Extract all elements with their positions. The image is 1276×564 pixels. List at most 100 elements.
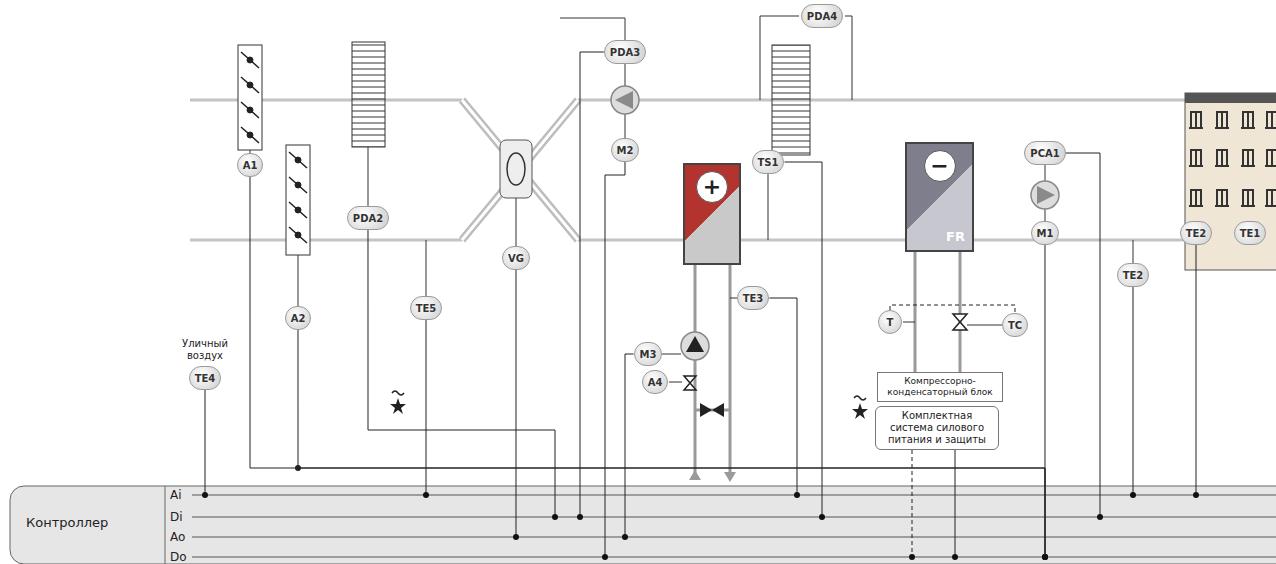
bus-dot xyxy=(552,514,558,520)
frost-symbol xyxy=(854,396,866,400)
room-sensor: TE2 xyxy=(1180,221,1213,245)
damper-blade xyxy=(289,152,307,168)
bus-dot xyxy=(1042,554,1048,560)
damper-blade xyxy=(241,127,259,143)
signal-wire xyxy=(1044,245,1045,557)
building xyxy=(1189,190,1203,206)
bus-dot xyxy=(1042,554,1048,560)
pressure-switch: PCA1 xyxy=(1024,141,1065,165)
damper-blade xyxy=(295,232,301,238)
bus-dot xyxy=(819,514,825,520)
damper-actuator: A1 xyxy=(237,153,264,177)
signal-wire xyxy=(1133,287,1134,495)
signal-wire xyxy=(1196,245,1197,495)
rotary-heat-exchanger xyxy=(462,100,578,240)
building xyxy=(1241,112,1255,128)
signal-wire xyxy=(298,330,1045,557)
pressure-switch: PDA3 xyxy=(604,40,646,64)
signal-type-label: Ao xyxy=(170,530,185,544)
signal-wire xyxy=(784,162,822,517)
frost-symbol xyxy=(852,403,868,419)
heater-pump-valve xyxy=(700,403,712,417)
signal-type-label: Ai xyxy=(170,488,182,502)
temperature-sensor: TE2 xyxy=(1117,263,1150,287)
frost-thermostat: TS1 xyxy=(752,150,785,174)
dx-cooler: −FR xyxy=(905,142,974,252)
bus-dot xyxy=(423,492,429,498)
bus-dot xyxy=(202,492,208,498)
supply-exhaust-fan xyxy=(560,18,625,138)
damper-blade xyxy=(289,177,307,193)
node-text: A4 xyxy=(648,377,663,388)
fan-motor: M2 xyxy=(611,138,640,162)
bus-dot xyxy=(1097,514,1103,520)
refrigerant-piping xyxy=(903,322,1002,325)
node-text: M1 xyxy=(1037,228,1054,239)
controller-band-ground xyxy=(165,486,166,564)
node-text: + xyxy=(696,171,728,203)
rotary-heat-exchanger xyxy=(462,100,578,246)
signal-wire xyxy=(1066,153,1100,517)
node-text: TE2 xyxy=(1186,228,1207,239)
building xyxy=(1189,112,1203,128)
signal-type-label: Di xyxy=(170,510,183,524)
signal-wire xyxy=(205,390,206,495)
air-filter xyxy=(352,16,852,206)
supply-exhaust-fan xyxy=(1031,181,1059,209)
rotary-heat-exchanger xyxy=(500,140,532,198)
power-panel: Комплектная система силового питания и з… xyxy=(875,406,999,450)
thermostatic-valve: TC xyxy=(1002,313,1028,337)
rotary-heat-exchanger xyxy=(462,100,578,240)
supply-exhaust-fan xyxy=(615,91,633,109)
signal-wire xyxy=(769,298,797,495)
temperature-sensor: TE5 xyxy=(410,296,443,320)
heater-pump-valve xyxy=(689,470,701,480)
frost-symbol xyxy=(390,398,406,414)
node-text: TE3 xyxy=(743,293,764,304)
node-text: VG xyxy=(508,253,524,264)
node-text: T xyxy=(887,317,894,328)
node-text: A1 xyxy=(243,160,258,171)
node-text: TE1 xyxy=(1240,228,1261,239)
bus-dot xyxy=(952,554,958,560)
bus-dot xyxy=(1193,492,1199,498)
supply-exhaust-fan xyxy=(560,18,1059,221)
room-sensor: TE1 xyxy=(1234,221,1267,245)
node-text: PDA2 xyxy=(353,213,383,224)
damper-blade xyxy=(241,52,307,243)
bus-dot xyxy=(577,514,583,520)
air-damper xyxy=(286,145,310,255)
rotary-heat-exchanger xyxy=(507,153,525,185)
node-text: − xyxy=(924,150,956,182)
frost-symbol xyxy=(390,391,868,419)
heater-piping xyxy=(695,265,730,478)
building xyxy=(1189,112,1276,206)
building xyxy=(1265,150,1276,166)
node-text: TS1 xyxy=(758,157,779,168)
air-filter xyxy=(368,16,852,206)
node-text: TE2 xyxy=(1123,270,1144,281)
heater-pump-valve xyxy=(686,336,704,352)
water-heater: + xyxy=(683,163,741,265)
valve-actuator: A4 xyxy=(642,370,669,394)
damper-blade xyxy=(241,102,259,118)
rotary-heat-exchanger xyxy=(516,198,517,246)
building xyxy=(1241,190,1255,206)
signal-wire xyxy=(580,52,604,517)
damper-blade xyxy=(289,227,307,243)
node-text: PDA4 xyxy=(807,11,837,22)
bus-dot xyxy=(513,534,519,540)
refrigerant-piping xyxy=(1133,240,1134,263)
pump-motor: M3 xyxy=(634,342,663,366)
node-text: M2 xyxy=(617,145,634,156)
building xyxy=(1265,112,1276,128)
damper-blade xyxy=(295,157,301,163)
bus-dot xyxy=(1130,492,1136,498)
damper-blade xyxy=(247,57,253,63)
heater-pump-valve xyxy=(684,376,696,390)
refrigerant-piping xyxy=(903,240,1133,372)
node-text: M3 xyxy=(640,349,657,360)
damper-blade xyxy=(247,107,253,113)
